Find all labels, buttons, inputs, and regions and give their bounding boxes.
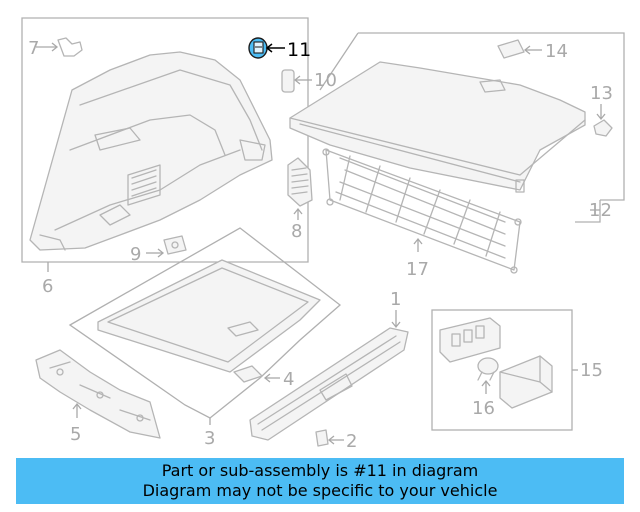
callout-7: 7	[28, 38, 39, 59]
sill-plate-part-1	[249, 310, 409, 441]
frame-part-12	[319, 32, 625, 223]
lamp-assembly-part-15	[439, 317, 553, 409]
callout-15: 15	[580, 360, 603, 381]
clip-part-10	[281, 69, 312, 93]
cargo-floor-part-3	[97, 259, 321, 373]
callout-17: 17	[406, 259, 429, 280]
callout-13: 13	[590, 83, 613, 104]
cargo-net-part-17	[322, 148, 522, 274]
clip-part-13	[593, 104, 613, 137]
callout-3: 3	[204, 428, 215, 449]
bracket-part-5	[35, 349, 161, 439]
callout-11: 11	[287, 39, 311, 61]
callout-2: 2	[346, 431, 357, 452]
callout-14: 14	[545, 41, 568, 62]
clip-part-4	[233, 365, 280, 383]
callout-9: 9	[130, 244, 141, 265]
callout-6: 6	[42, 276, 53, 297]
side-trim-panel	[29, 51, 273, 251]
clip-part-11	[248, 37, 285, 59]
frame-part-6	[21, 17, 309, 263]
callout-4: 4	[283, 369, 294, 390]
info-banner: Part or sub-assembly is #11 in diagram D…	[16, 458, 624, 504]
frame-part-3	[68, 227, 342, 419]
vent-part-8	[287, 157, 313, 220]
clip-part-2	[315, 429, 344, 447]
callout-16: 16	[472, 398, 495, 419]
clip-part-7	[36, 37, 83, 57]
clip-part-9	[146, 235, 187, 258]
banner-line-1: Part or sub-assembly is #11 in diagram	[161, 461, 479, 480]
callout-10: 10	[314, 70, 337, 91]
bulb-part-16	[477, 357, 499, 394]
callout-1: 1	[390, 289, 401, 310]
callout-12: 12	[589, 200, 612, 221]
cargo-cover-part-12	[289, 61, 586, 193]
banner-line-2: Diagram may not be specific to your vehi…	[142, 481, 498, 500]
callout-8: 8	[291, 221, 302, 242]
clip-part-14	[497, 39, 542, 59]
callout-5: 5	[70, 424, 81, 445]
